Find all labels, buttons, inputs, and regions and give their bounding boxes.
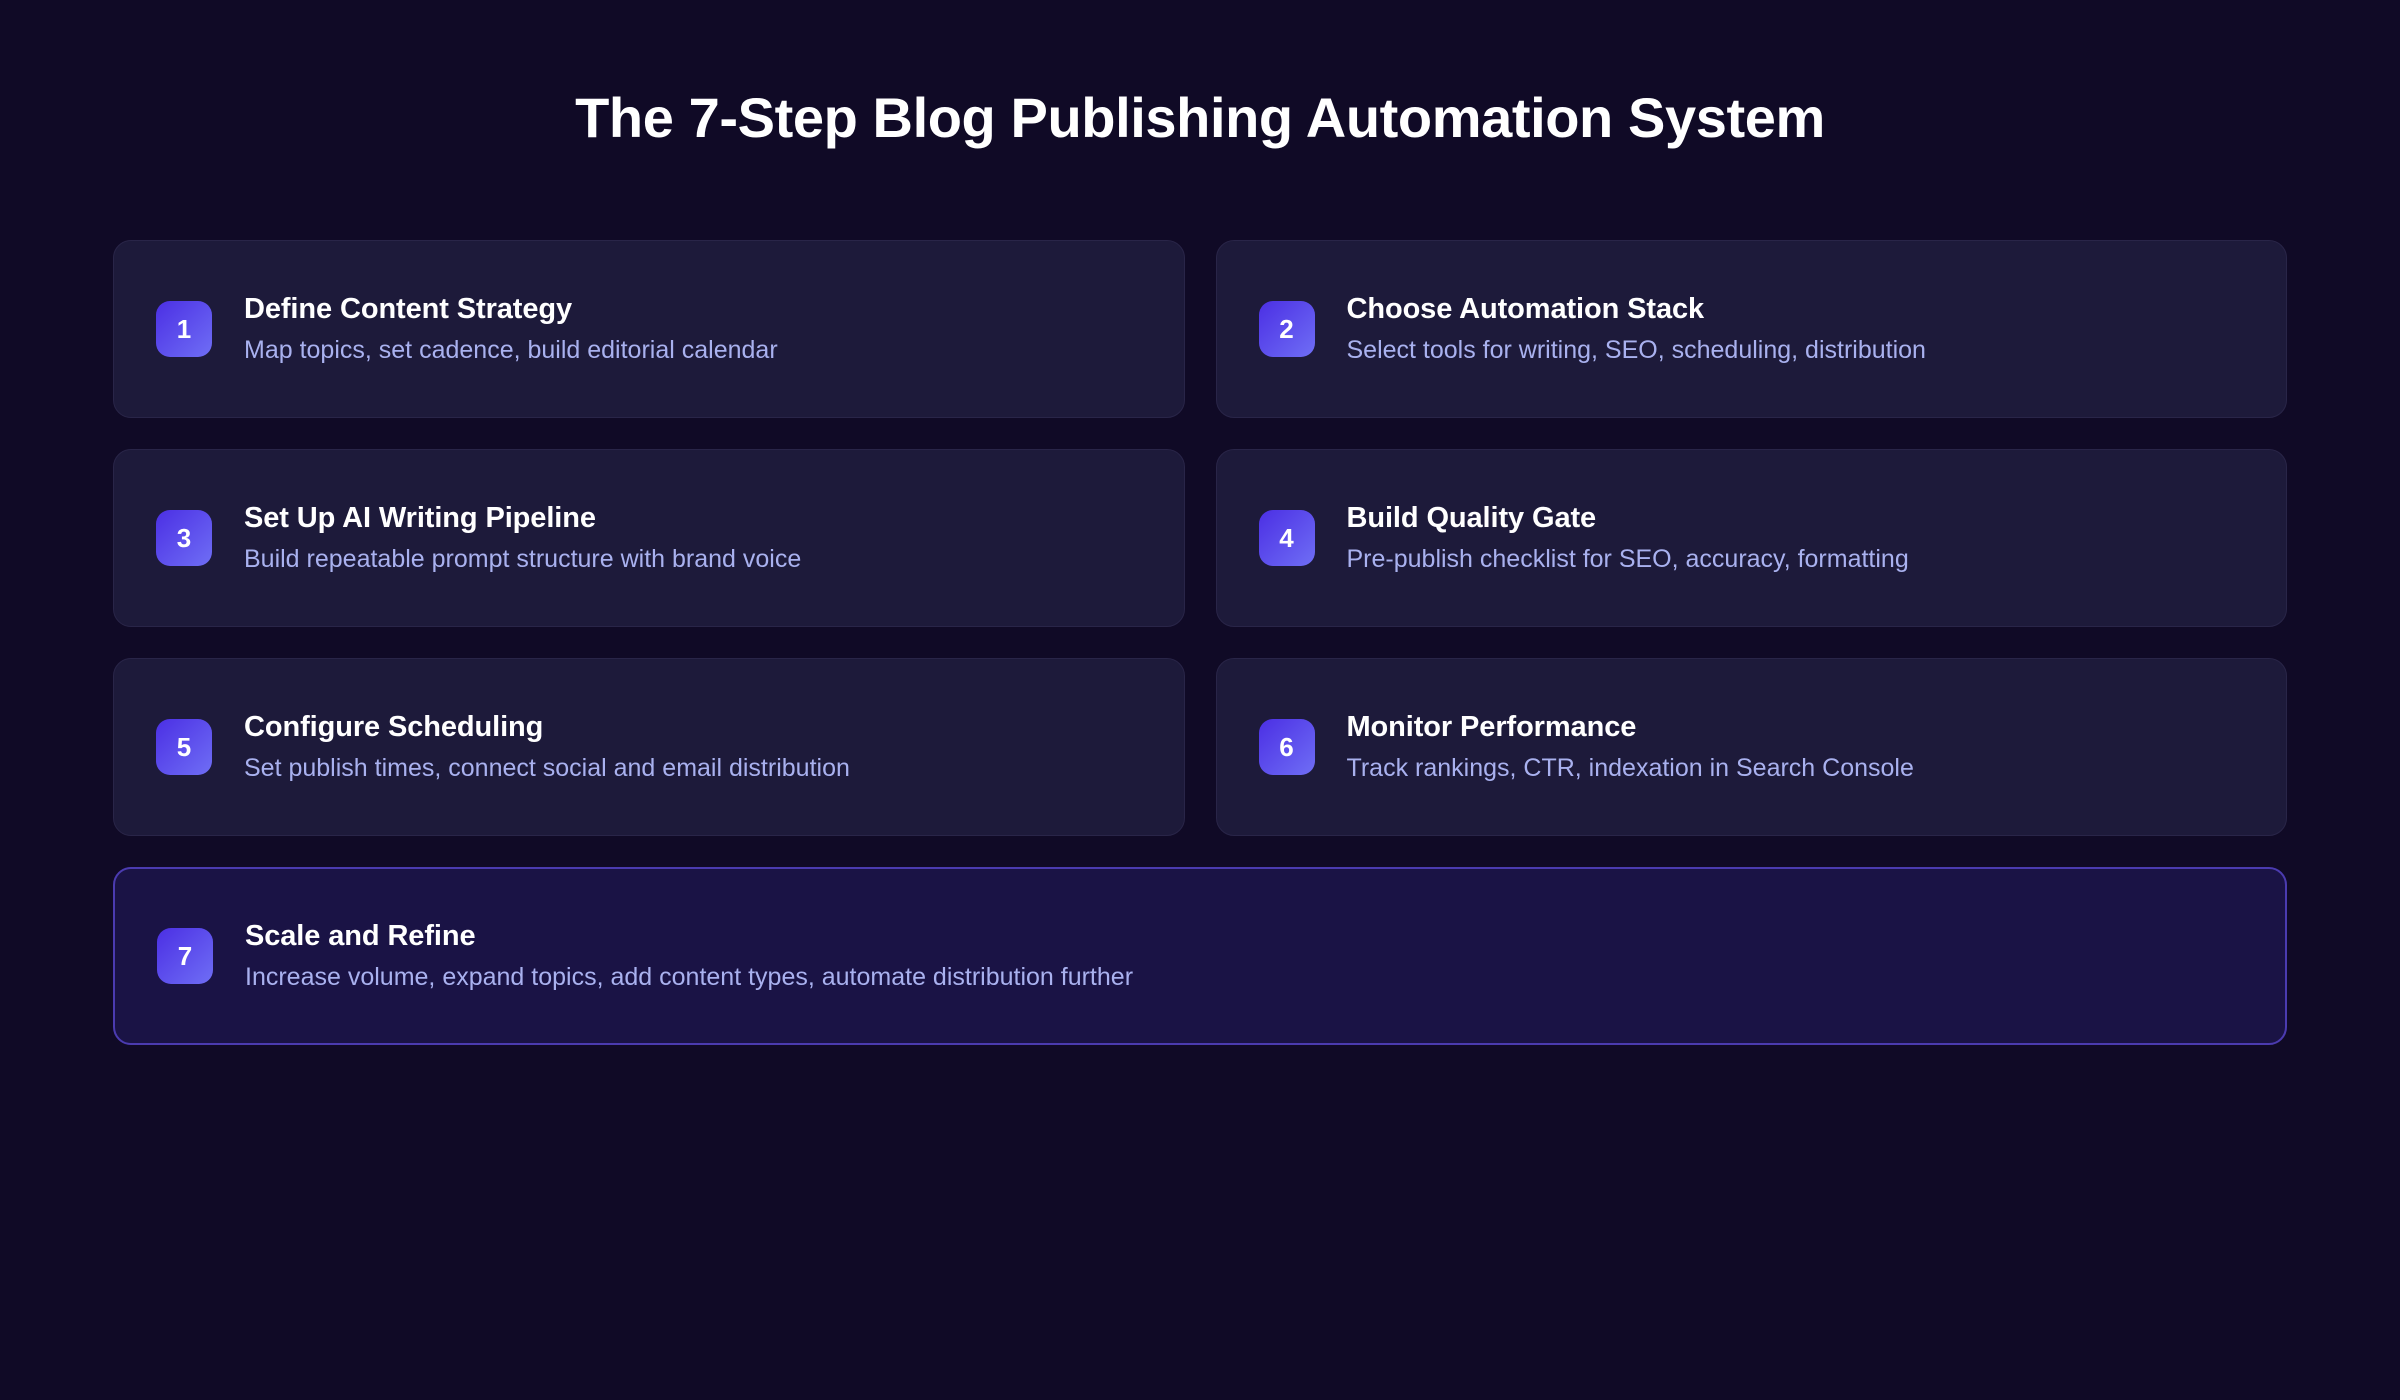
step-number-badge: 7 bbox=[157, 928, 213, 984]
step-number-badge: 5 bbox=[156, 719, 212, 775]
step-title: Build Quality Gate bbox=[1346, 501, 1597, 534]
step-number-badge: 4 bbox=[1258, 510, 1315, 566]
step-title: Configure Scheduling bbox=[244, 710, 544, 743]
step-title: Choose Automation Stack bbox=[1346, 292, 1705, 325]
step-description: Select tools for writing, SEO, schedulin… bbox=[1346, 336, 1926, 365]
step-description: Map topics, set cadence, build editorial… bbox=[244, 336, 778, 365]
step-description: Track rankings, CTR, indexation in Searc… bbox=[1346, 754, 1914, 783]
step-description: Increase volume, expand topics, add cont… bbox=[245, 963, 1134, 992]
step-title: Set Up AI Writing Pipeline bbox=[244, 501, 596, 534]
page-title: The 7-Step Blog Publishing Automation Sy… bbox=[575, 86, 1825, 149]
step-number-badge: 1 bbox=[156, 301, 212, 357]
step-number-badge: 3 bbox=[156, 510, 212, 566]
step-description: Build repeatable prompt structure with b… bbox=[244, 545, 802, 574]
step-description: Pre-publish checklist for SEO, accuracy,… bbox=[1346, 545, 1909, 574]
step-title: Monitor Performance bbox=[1346, 710, 1637, 743]
step-title: Define Content Strategy bbox=[244, 292, 573, 325]
step-number-badge: 2 bbox=[1258, 301, 1315, 357]
step-description: Set publish times, connect social and em… bbox=[244, 754, 850, 783]
step-number-badge: 6 bbox=[1258, 719, 1315, 775]
step-title: Scale and Refine bbox=[245, 919, 476, 952]
